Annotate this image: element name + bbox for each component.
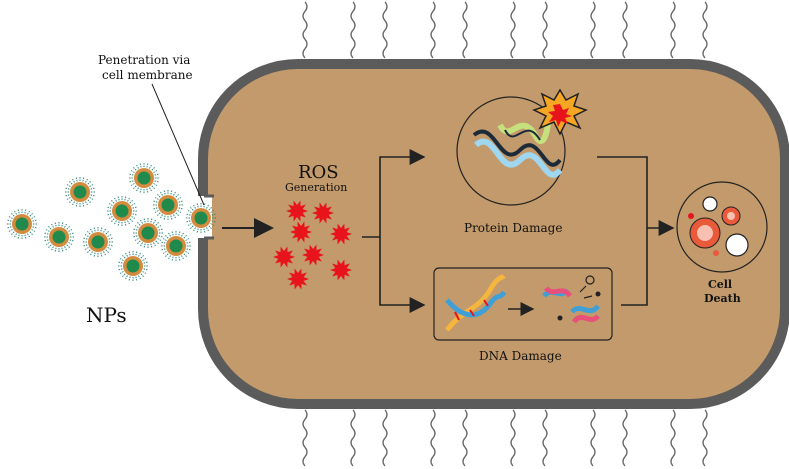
flagellum [350,1,356,59]
ros-burst-icon [330,259,352,281]
flagellum [430,1,436,59]
flagellum [670,409,676,467]
nanoparticle-icon [83,227,113,257]
nanoparticle-icon [118,251,148,281]
nanoparticle-icon [65,177,95,207]
flagellum [702,1,708,59]
flagellum [542,1,548,59]
protein-circle [456,96,566,206]
flagella-bottom [302,409,708,467]
flagellum [670,1,676,59]
penetration-label-line2: cell membrane [102,68,193,82]
nanoparticle-icon [107,196,137,226]
protein-damage-label: Protein Damage [464,221,562,235]
ros-burst-group [273,200,352,290]
ros-sub-label: Generation [285,181,347,194]
flagellum [510,409,516,467]
flagellum [590,409,596,467]
penetration-pointer [151,83,205,206]
ros-burst-icon [290,221,312,243]
dead-cells-icon [688,196,749,257]
flagellum [702,409,708,467]
branch-arrow-bottom [379,237,426,313]
penetration-label-line1: Penetration via [98,53,190,67]
ros-burst-icon [287,268,309,290]
nanoparticle-cluster [7,163,216,281]
ros-burst-icon [312,202,334,224]
flagellum [462,1,468,59]
dna-damage-label: DNA Damage [479,349,562,363]
flagellum [382,409,388,467]
branch-arrow-top [362,149,426,238]
flagellum [382,1,388,59]
flagellum [542,409,548,467]
ros-burst-icon [302,244,324,266]
cell-death-label-line1: Cell [708,278,732,291]
ros-burst-icon [286,200,308,222]
dna-box [433,267,613,341]
flagellum [590,1,596,59]
nanoparticle-icon [129,163,159,193]
flagellum [510,1,516,59]
nanoparticle-icon [161,231,191,261]
nanoparticle-icon [153,190,183,220]
cell-death-circle [676,181,768,273]
flagellum [302,1,308,59]
ros-label: ROS [298,162,339,183]
cell-death-label-line2: Death [704,292,741,305]
nanoparticle-icon [7,209,37,239]
nps-label: NPs [86,303,127,327]
flagella-top [302,1,708,59]
flagellum [302,409,308,467]
dna-helix-icon [445,273,507,332]
ros-burst-icon [330,223,352,245]
broken-dna-icon [542,275,601,324]
ros-burst-icon [273,246,295,268]
flagellum [462,409,468,467]
nanoparticle-icon [133,218,163,248]
nanoparticle-icon [44,222,74,252]
flagellum [350,409,356,467]
flagellum [430,409,436,467]
nanoparticle-icon [186,203,216,233]
flagellum [622,1,628,59]
explosion-icon [532,88,588,136]
flagellum [622,409,628,467]
